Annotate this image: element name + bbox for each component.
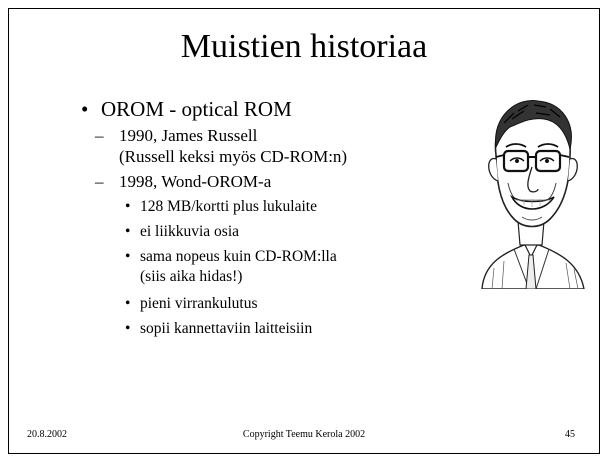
slide-title: Muistien historiaa (180, 28, 428, 65)
glasses-right-lens (534, 149, 562, 173)
bullet-text-continued: (Russell keksi myös CD-ROM:n) (119, 147, 348, 166)
chin-line (521, 216, 543, 221)
bullet-text: 1998, Wond-OROM-a (119, 172, 272, 191)
bullet-text: 128 MB/kortti plus lukulaite (140, 198, 317, 215)
bullet-marker: • (125, 295, 131, 312)
bullet-text: sama nopeus kuin CD-ROM:lla (140, 248, 337, 265)
bullet-text: pieni virrankulutus (140, 295, 258, 312)
bullet-text: 1990, James Russell (119, 126, 258, 145)
bullet-level3: • 128 MB/kortti plus lukulaite (125, 197, 317, 217)
footer-date: 20.8.2002 (27, 429, 67, 440)
bullet-marker: • (125, 223, 131, 240)
bullet-marker: • (125, 198, 131, 215)
bullet-text-continued: (siis aika hidas!) (140, 268, 243, 285)
right-ear (567, 157, 578, 182)
slide-content: • OROM - optical ROM – 1990, James Russe… (9, 9, 599, 453)
hair-strands (503, 104, 561, 124)
right-pupil (545, 159, 549, 163)
slide: Muistien historiaa • OROM - optical ROM … (8, 8, 600, 454)
bullet-text: ei liikkuvia osia (140, 223, 240, 240)
bullet-level1: • OROM - optical ROM (81, 97, 292, 121)
eyes (509, 157, 555, 162)
hair-shape (495, 100, 572, 150)
nose-shape (527, 166, 539, 193)
bullet-level3: • sama nopeus kuin CD-ROM:lla (siis aika… (125, 247, 337, 287)
footer-copyright: Copyright Teemu Kerola 2002 (242, 429, 366, 440)
smile-mouth (510, 194, 555, 210)
teeth-divisions (523, 199, 541, 207)
bullet-text: OROM - optical ROM (101, 97, 292, 121)
dash-marker: – (95, 126, 104, 145)
portrait-caricature (481, 100, 585, 289)
bullet-level3: • ei liikkuvia osia (125, 222, 239, 242)
glasses-temples (495, 154, 570, 158)
bullet-level3: • sopii kannettaviin laitteisiin (125, 319, 312, 339)
glasses-left-lens (502, 149, 530, 173)
bullet-marker: • (125, 248, 131, 265)
bullet-level2: – 1998, Wond-OROM-a (95, 171, 271, 192)
tie-shape (525, 254, 537, 289)
bullet-text: sopii kannettaviin laitteisiin (140, 320, 313, 337)
jacket-hatching (491, 260, 579, 289)
bullet-marker: • (125, 320, 131, 337)
neck-shape (517, 220, 545, 246)
left-pupil (515, 159, 519, 163)
bullet-marker: • (81, 97, 89, 121)
footer-page-number: 45 (565, 429, 575, 440)
left-ear (488, 157, 499, 182)
bullet-level2: – 1990, James Russell (Russell keksi myö… (95, 125, 347, 167)
eyebrows (505, 143, 559, 148)
dash-marker: – (95, 172, 104, 191)
bullet-level3: • pieni virrankulutus (125, 294, 258, 314)
